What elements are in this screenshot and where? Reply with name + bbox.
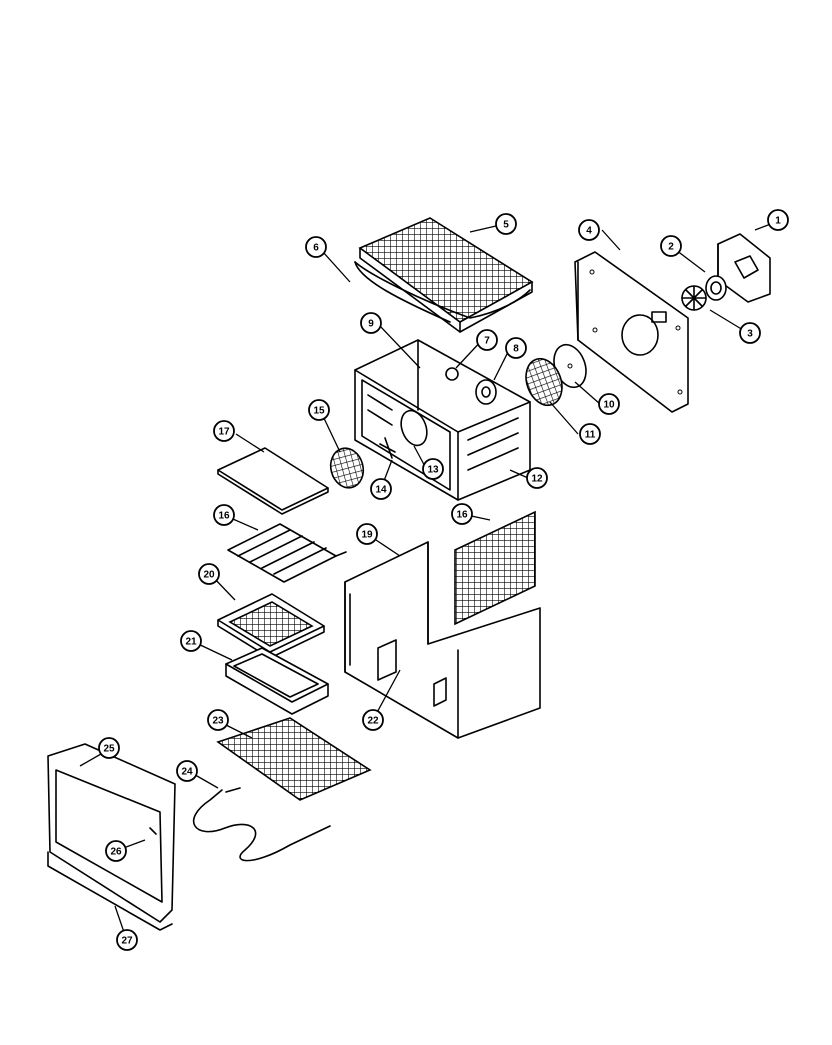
svg-text:5: 5: [503, 220, 509, 231]
callout-16-element: 16: [213, 504, 235, 526]
svg-text:17: 17: [218, 427, 230, 438]
svg-text:21: 21: [185, 637, 197, 648]
callout-25: 25: [98, 737, 120, 759]
callout-16-insulation: 16: [451, 503, 473, 525]
door-liner: [47, 743, 176, 931]
callout-4: 4: [578, 219, 600, 241]
svg-text:11: 11: [585, 430, 596, 441]
oven-rack: [216, 717, 372, 801]
svg-text:1: 1: [775, 216, 781, 227]
callout-20: 20: [198, 563, 220, 585]
svg-text:27: 27: [121, 936, 133, 947]
svg-text:8: 8: [513, 344, 519, 355]
svg-text:3: 3: [747, 329, 753, 340]
oven-cavity: [354, 339, 531, 501]
callout-5: 5: [495, 213, 517, 235]
svg-text:2: 2: [668, 242, 674, 253]
svg-text:16: 16: [218, 511, 230, 522]
svg-text:24: 24: [181, 767, 193, 778]
callout-21: 21: [180, 630, 202, 652]
fan-wheel: [681, 285, 707, 311]
svg-text:9: 9: [368, 319, 374, 330]
top-grille-panel: [358, 217, 534, 333]
callout-22: 22: [362, 709, 384, 731]
callout-24: 24: [176, 760, 198, 782]
svg-text:4: 4: [586, 226, 592, 237]
svg-text:19: 19: [361, 530, 373, 541]
svg-text:7: 7: [484, 336, 490, 347]
side-fan-cover: [329, 447, 365, 489]
callout-12: 12: [526, 467, 548, 489]
svg-text:22: 22: [367, 716, 379, 727]
svg-text:25: 25: [103, 744, 115, 755]
callout-14: 14: [370, 478, 392, 500]
svg-text:26: 26: [110, 847, 122, 858]
flat-tray: [217, 447, 329, 515]
broiler-pan-grid: [217, 593, 325, 659]
rear-panel: [574, 251, 689, 413]
callout-13: 13: [422, 458, 444, 480]
svg-text:14: 14: [375, 485, 387, 496]
motor-hub: [705, 275, 727, 301]
outer-wrap: [344, 541, 541, 739]
svg-text:13: 13: [427, 465, 439, 476]
callout-8: 8: [505, 337, 527, 359]
callout-10: 10: [598, 393, 620, 415]
svg-text:23: 23: [212, 716, 224, 727]
callout-1: 1: [767, 209, 789, 231]
insulation-blanket: [354, 261, 531, 323]
svg-text:15: 15: [313, 406, 325, 417]
rear-insulation: [454, 510, 536, 626]
callout-7: 7: [476, 329, 498, 351]
callout-15: 15: [308, 399, 330, 421]
callout-2: 2: [660, 235, 682, 257]
fan-gasket: [553, 343, 587, 389]
callout-19: 19: [356, 523, 378, 545]
callout-6: 6: [305, 236, 327, 258]
svg-text:6: 6: [313, 243, 319, 254]
callout-26: 26: [105, 840, 127, 862]
callout-9: 9: [360, 312, 382, 334]
broil-element: [227, 523, 347, 583]
svg-text:16: 16: [456, 510, 468, 521]
svg-text:20: 20: [203, 570, 215, 581]
callout-11: 11: [579, 423, 601, 445]
bake-element: [192, 787, 331, 862]
callout-3: 3: [739, 322, 761, 344]
broiler-pan: [225, 647, 329, 715]
callout-17: 17: [213, 420, 235, 442]
callout-23: 23: [207, 709, 229, 731]
svg-text:12: 12: [531, 474, 543, 485]
callout-27: 27: [116, 929, 138, 951]
svg-text:10: 10: [603, 400, 615, 411]
